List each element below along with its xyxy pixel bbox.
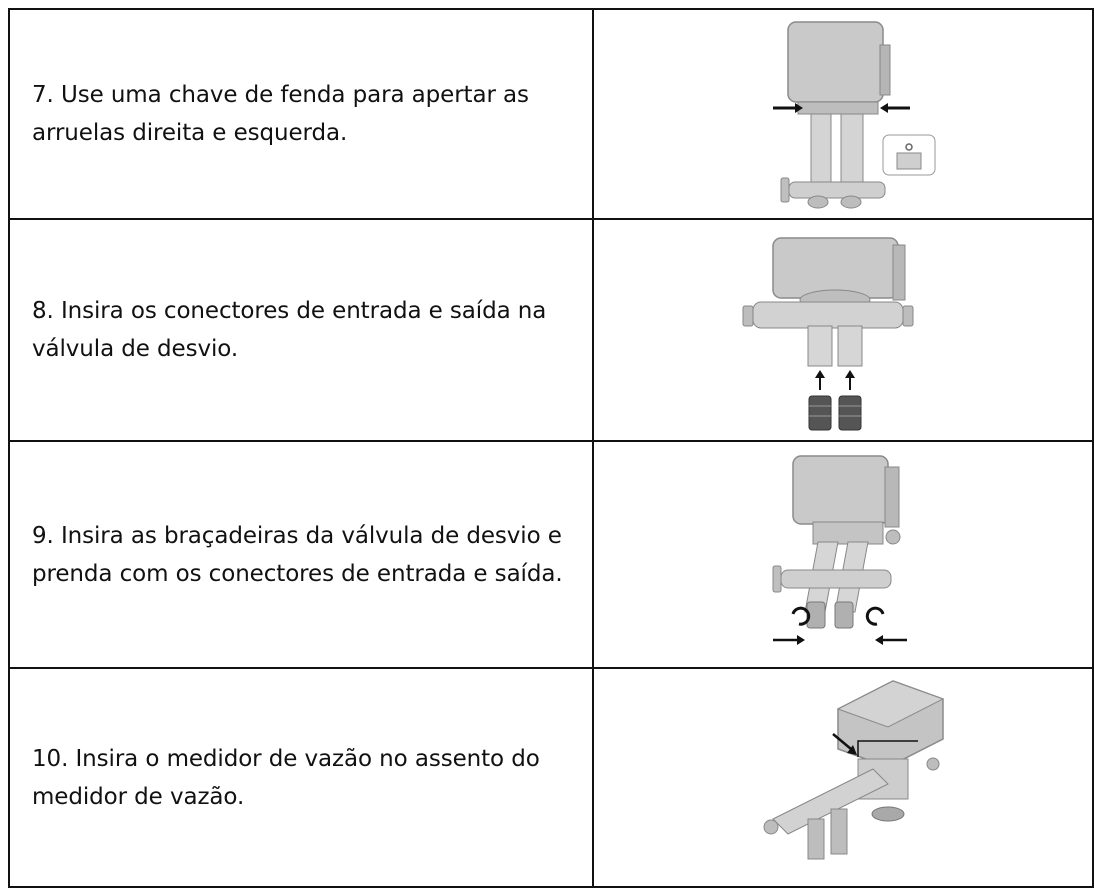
table-border-bottom [8,886,1094,888]
table-column-divider [592,8,594,888]
table-row: 9. Insira as braçadeiras da válvula de d… [8,442,1094,667]
table-row: 10. Insira o medidor de vazão no assento… [8,669,1094,886]
step-8-illustration [593,220,1094,440]
step-8-text: 8. Insira os conectores de entrada e saí… [32,298,547,362]
step-10-text: 10. Insira o medidor de vazão no assento… [32,745,540,810]
table-row-divider [8,667,1094,669]
step-7-text: 7. Use uma chave de fenda para apertar a… [32,82,529,146]
table-row-divider [8,440,1094,442]
table-row: 7. Use uma chave de fenda para apertar a… [8,10,1094,218]
step-text-cell: 7. Use uma chave de fenda para apertar a… [8,10,593,218]
table-row-divider [8,218,1094,220]
table-border-left [8,8,10,888]
table-row: 8. Insira os conectores de entrada e saí… [8,220,1094,440]
table-border-right [1092,8,1094,888]
step-text-cell: 8. Insira os conectores de entrada e saí… [8,220,593,440]
step-text-cell: 9. Insira as braçadeiras da válvula de d… [8,442,593,667]
step-10-illustration [593,669,1094,886]
step-7-illustration [593,10,1094,218]
table-border-top [8,8,1094,10]
step-text-cell: 10. Insira o medidor de vazão no assento… [8,669,593,886]
step-9-text: 9. Insira as braçadeiras da válvula de d… [32,522,563,587]
step-9-illustration [593,442,1094,667]
